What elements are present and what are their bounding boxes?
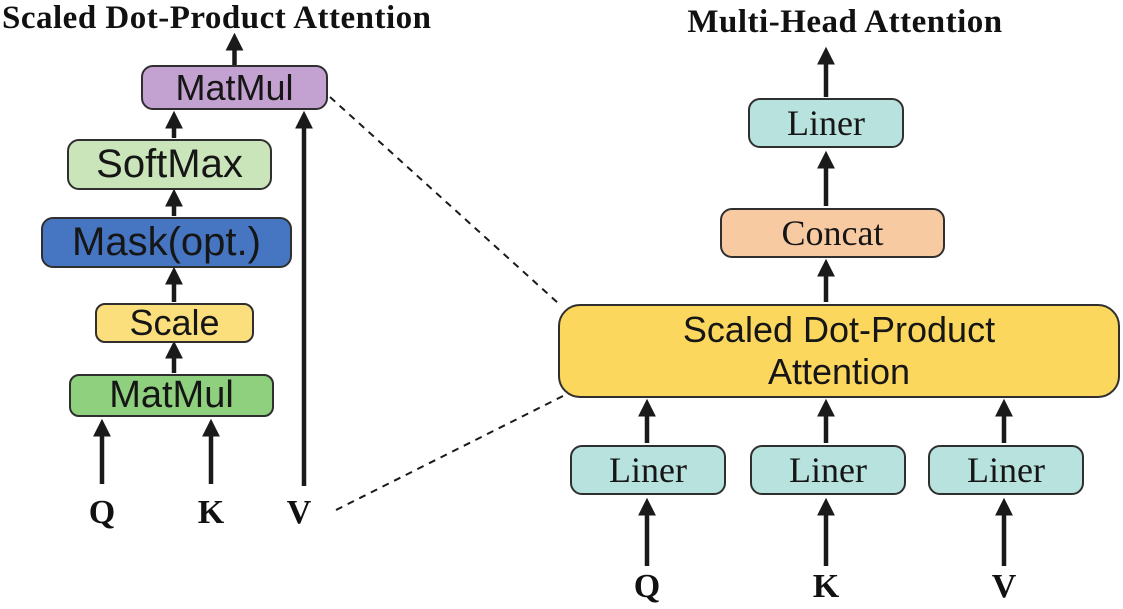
k-label-right: K	[812, 568, 840, 605]
matmul-bottom-box: MatMul	[69, 374, 274, 417]
mask-label: Mask(opt.)	[72, 220, 261, 264]
scale-box: Scale	[95, 302, 254, 343]
matmul-bottom-label: MatMul	[109, 374, 234, 416]
left-diagram-title: Scaled Dot-Product Attention	[2, 0, 432, 36]
dashed-link-top	[329, 96, 559, 304]
scaled-dot-product-attention-label: Scaled Dot-Product Attention	[682, 308, 996, 392]
softmax-box: SoftMax	[67, 139, 272, 190]
linear-q-label: Liner	[609, 450, 687, 490]
softmax-label: SoftMax	[96, 142, 243, 186]
v-label-right: V	[991, 568, 1017, 605]
dashed-links	[329, 96, 564, 513]
q-label-right: Q	[633, 568, 661, 605]
concat-label: Concat	[781, 213, 884, 253]
mask-box: Mask(opt.)	[41, 217, 292, 268]
concat-box: Concat	[720, 208, 945, 258]
linear-k-box: Liner	[750, 445, 906, 495]
scale-label: Scale	[129, 302, 220, 343]
k-label-left: K	[197, 494, 225, 531]
linear-v-box: Liner	[928, 445, 1084, 495]
linear-out-box: Liner	[748, 98, 904, 148]
matmul-top-box: MatMul	[141, 65, 328, 110]
linear-q-box: Liner	[570, 445, 726, 495]
v-label-left: V	[286, 494, 312, 531]
linear-k-label: Liner	[789, 450, 867, 490]
matmul-top-label: MatMul	[175, 66, 294, 108]
dashed-link-bottom	[331, 395, 564, 513]
linear-v-label: Liner	[967, 450, 1045, 490]
q-label-left: Q	[88, 494, 116, 531]
right-diagram-title: Multi-Head Attention	[687, 4, 1003, 40]
linear-out-label: Liner	[787, 103, 865, 143]
scaled-dot-product-attention-box: Scaled Dot-Product Attention	[558, 304, 1120, 398]
solid-arrows	[93, 32, 1013, 566]
